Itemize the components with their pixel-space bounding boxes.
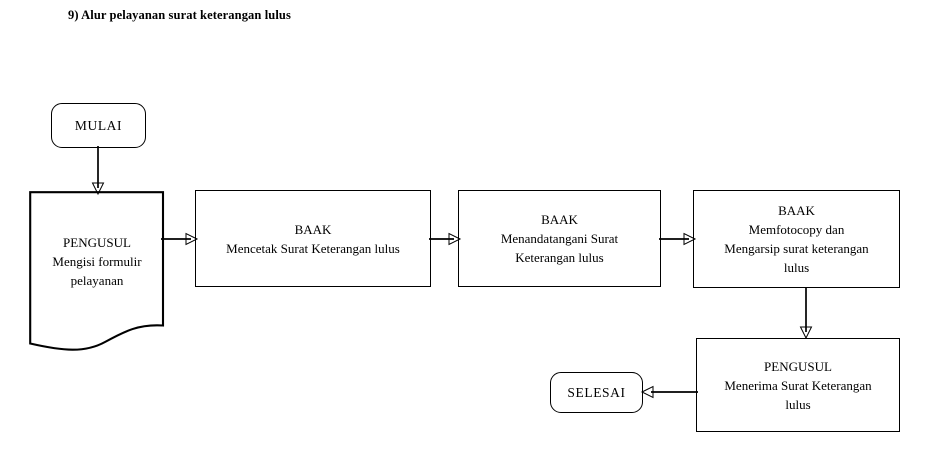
page-title: 9) Alur pelayanan surat keterangan lulus (68, 8, 291, 22)
node-line: BAAK (541, 212, 578, 227)
node-baak-memfotocopy: BAAK Memfotocopy dan Mengarsip surat ket… (693, 190, 900, 288)
node-selesai-label: SELESAI (567, 385, 626, 400)
node-mulai: MULAI (51, 103, 146, 148)
node-baak-menandatangani-label: BAAK Menandatangani Surat Keterangan lul… (495, 210, 624, 267)
node-line: PENGUSUL (63, 235, 131, 250)
node-baak-memfotocopy-label: BAAK Memfotocopy dan Mengarsip surat ket… (718, 201, 874, 277)
node-mulai-label: MULAI (74, 118, 123, 133)
node-line: BAAK (294, 221, 332, 237)
document-shape (29, 191, 165, 351)
node-line: Mencetak Surat Keterangan lulus (226, 240, 400, 256)
node-line: lulus (783, 260, 810, 275)
node-line: PENGUSUL (764, 358, 832, 374)
node-line: Menandatangani Surat (500, 231, 619, 246)
node-pengusul-mengisi: PENGUSUL Mengisi formulir pelayanan (29, 191, 165, 353)
edge-baak-tandatangan-to-baak-arsip (659, 232, 697, 246)
node-line: Memfotocopy dan (748, 222, 845, 237)
edge-pengusul-isi-to-baak-cetak (161, 232, 199, 246)
node-baak-menandatangani: BAAK Menandatangani Surat Keterangan lul… (458, 190, 661, 287)
node-line: pelayanan (70, 273, 124, 288)
node-pengusul-mengisi-label: PENGUSUL Mengisi formulir pelayanan (52, 191, 141, 290)
node-baak-mencetak-label: BAAK Mencetak Surat Keterangan lulus (220, 220, 406, 258)
node-line: lulus (785, 396, 811, 412)
edge-pengusul-terima-to-end (640, 385, 698, 399)
edge-start-to-pengusul-isi (91, 146, 105, 196)
node-baak-mencetak: BAAK Mencetak Surat Keterangan lulus (195, 190, 431, 287)
node-line: Keterangan lulus (515, 250, 604, 265)
node-selesai: SELESAI (550, 372, 643, 413)
node-line: Mengarsip surat keterangan (724, 241, 869, 256)
node-line: Menerima Surat Keterangan (724, 377, 872, 393)
edge-baak-arsip-to-pengusul-terima (799, 287, 813, 340)
node-line: BAAK (778, 203, 815, 218)
node-pengusul-menerima: PENGUSUL Menerima Surat Keterangan lulus (696, 338, 900, 432)
node-pengusul-menerima-label: PENGUSUL Menerima Surat Keterangan lulus (718, 357, 877, 414)
edge-baak-cetak-to-baak-tandatangan (429, 232, 462, 246)
node-line: Mengisi formulir (52, 254, 142, 269)
